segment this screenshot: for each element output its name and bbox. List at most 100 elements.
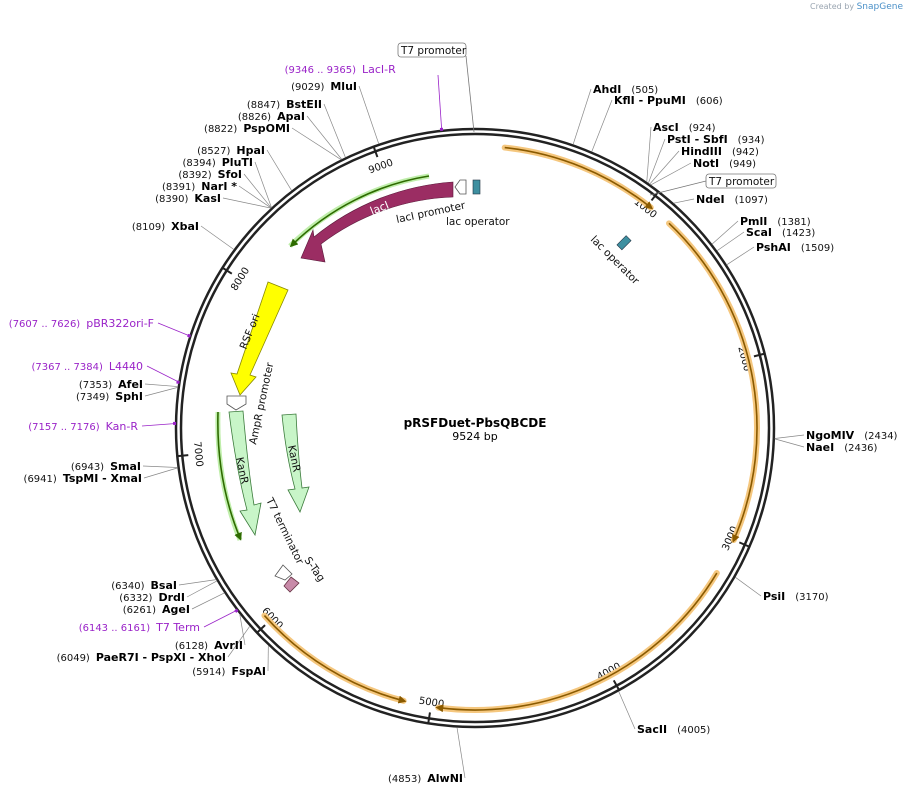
snapgene-logo: SnapGene: [856, 2, 903, 12]
enzyme-site[interactable]: PstI - SbfI(934): [667, 133, 765, 146]
primer-leader-line: [157, 322, 191, 337]
kanr-arrow-1[interactable]: [228, 410, 262, 537]
orf-halo: [666, 220, 760, 543]
enzyme-position: (606): [696, 96, 723, 107]
primer-site[interactable]: T7 Term(6143 .. 6161): [79, 621, 200, 634]
orf-line: [504, 146, 654, 210]
enzyme-site[interactable]: BsaI(6340): [111, 579, 177, 592]
enzyme-name: AgeI: [162, 603, 190, 616]
enzyme-name: PstI - SbfI: [667, 133, 728, 146]
enzyme-name: SacII: [637, 723, 667, 736]
enzyme-name: NdeI: [696, 193, 725, 206]
enzyme-site[interactable]: DrdI(6332): [119, 591, 185, 604]
enzyme-position: (1423): [782, 228, 815, 239]
enzyme-position: (8826): [238, 112, 271, 123]
enzyme-site[interactable]: SacII (4005): [637, 723, 710, 736]
enzyme-leader-line: [227, 626, 251, 658]
enzyme-site[interactable]: PspOMI(8822): [204, 122, 290, 135]
enzyme-site[interactable]: SmaI (6943): [71, 460, 141, 473]
enzyme-leader-line: [144, 383, 178, 387]
enzyme-site[interactable]: PsiI(3170): [763, 590, 829, 603]
enzyme-site[interactable]: NgoMIV(2434): [806, 429, 898, 442]
enzyme-leader-line: [456, 727, 466, 779]
primer-position: (7607 .. 7626): [9, 319, 81, 330]
enzyme-site[interactable]: PluTI(8394): [182, 156, 253, 169]
enzyme-site[interactable]: AscI(924): [653, 121, 716, 134]
enzyme-site[interactable]: NdeI(1097): [696, 193, 768, 206]
enzyme-position: (6943): [71, 462, 104, 473]
enzyme-site[interactable]: MluI(9029): [291, 80, 357, 93]
enzyme-position: (8390): [155, 194, 188, 205]
enzyme-leader-line: [711, 220, 739, 245]
primer-name: pBR322ori-F: [86, 317, 154, 330]
primer-site[interactable]: LacI-R(9346 .. 9365): [285, 63, 397, 76]
enzyme-leader-line: [222, 197, 271, 209]
enzyme-name: NgoMIV: [806, 429, 855, 442]
tick-mark: [612, 679, 621, 692]
enzyme-site[interactable]: NaeI(2436): [806, 441, 878, 454]
enzyme-leader-line: [591, 99, 613, 152]
enzyme-leader-line: [649, 150, 680, 185]
enzyme-name: HindIII: [681, 145, 722, 158]
enzyme-name: SmaI: [110, 460, 141, 473]
primer-site[interactable]: L4440(7367 .. 7384): [31, 360, 143, 373]
enzyme-name: PaeR7I - PspXI - XhoI: [96, 651, 226, 664]
enzyme-labels: AhdI(505)KflI - PpuMI(606) AscI(924)PstI …: [24, 80, 898, 785]
enzyme-site[interactable]: HpaI(8527): [197, 144, 265, 157]
enzyme-site[interactable]: NotI (949): [693, 157, 756, 170]
enzyme-site[interactable]: HindIII (942): [681, 145, 759, 158]
enzyme-position: (4005): [677, 725, 710, 736]
enzyme-leader-line: [648, 138, 666, 184]
enzyme-site[interactable]: FspAI(5914): [192, 665, 266, 678]
enzyme-site[interactable]: AgeI (6261): [123, 603, 190, 616]
rsf-ori-arrow[interactable]: [230, 281, 289, 396]
primer-site[interactable]: Kan-R(7157 .. 7176): [28, 420, 138, 433]
enzyme-leader-line: [650, 162, 692, 186]
enzyme-site[interactable]: ApaI(8826): [238, 110, 305, 123]
primer-leader-line: [203, 609, 238, 628]
enzyme-position: (1381): [777, 217, 810, 228]
enzyme-site[interactable]: KflI - PpuMI(606): [614, 94, 723, 107]
enzyme-site[interactable]: AvrII(6128): [175, 639, 243, 652]
enzyme-name: PspOMI: [243, 122, 290, 135]
orf-halo: [435, 570, 720, 713]
enzyme-site[interactable]: NarI *(8391): [162, 180, 237, 193]
enzyme-site[interactable]: AhdI(505): [593, 83, 658, 96]
enzyme-site[interactable]: TspMI - XmaI(6941): [24, 472, 142, 485]
enzyme-site[interactable]: PaeR7I - PspXI - XhoI(6049): [57, 651, 226, 664]
enzyme-position: (949): [729, 159, 756, 170]
enzyme-site[interactable]: PmlI(1381): [740, 215, 811, 228]
enzyme-site[interactable]: XbaI(8109): [132, 220, 199, 233]
enzyme-name: NotI: [693, 157, 719, 170]
plasmid-length: 9524 bp: [452, 430, 497, 443]
orf-line: [435, 572, 718, 713]
enzyme-name: AscI: [653, 121, 679, 134]
enzyme-site[interactable]: KasI(8390): [155, 192, 221, 205]
enzyme-leader-line: [646, 126, 652, 183]
enzyme-site[interactable]: AfeI(7353): [79, 378, 143, 391]
orf-arcs: [261, 144, 760, 713]
lac-operator-label-1: lac operator: [446, 216, 510, 228]
kanr-arrow-2[interactable]: [281, 413, 310, 513]
enzyme-site[interactable]: SfoI(8392): [178, 168, 242, 181]
enzyme-name: PshAI: [756, 241, 791, 254]
enzyme-site[interactable]: SphI(7349): [76, 390, 143, 403]
enzyme-position: (8394): [182, 158, 215, 169]
enzyme-site[interactable]: AlwNI(4853): [388, 772, 463, 785]
enzyme-leader-line: [291, 127, 342, 160]
enzyme-site[interactable]: BstEII(8847): [247, 98, 322, 111]
primer-leader-line: [146, 365, 180, 383]
enzyme-position: (6261): [123, 605, 156, 616]
tick-label: 8000: [229, 266, 252, 293]
primer-name: Kan-R: [106, 420, 139, 433]
primer-site[interactable]: pBR322ori-F (7607 .. 7626): [9, 317, 154, 330]
enzyme-position: (942): [732, 147, 759, 158]
enzyme-leader-line: [191, 592, 225, 610]
enzyme-position: (8527): [197, 146, 230, 157]
enzyme-position: (7349): [76, 392, 109, 403]
enzyme-leader-line: [143, 467, 178, 479]
enzyme-site[interactable]: PshAI(1509): [756, 241, 834, 254]
laci-feature-arrow[interactable]: [300, 181, 454, 263]
primer-leader-line: [437, 74, 443, 131]
enzyme-site[interactable]: ScaI(1423): [746, 226, 815, 239]
